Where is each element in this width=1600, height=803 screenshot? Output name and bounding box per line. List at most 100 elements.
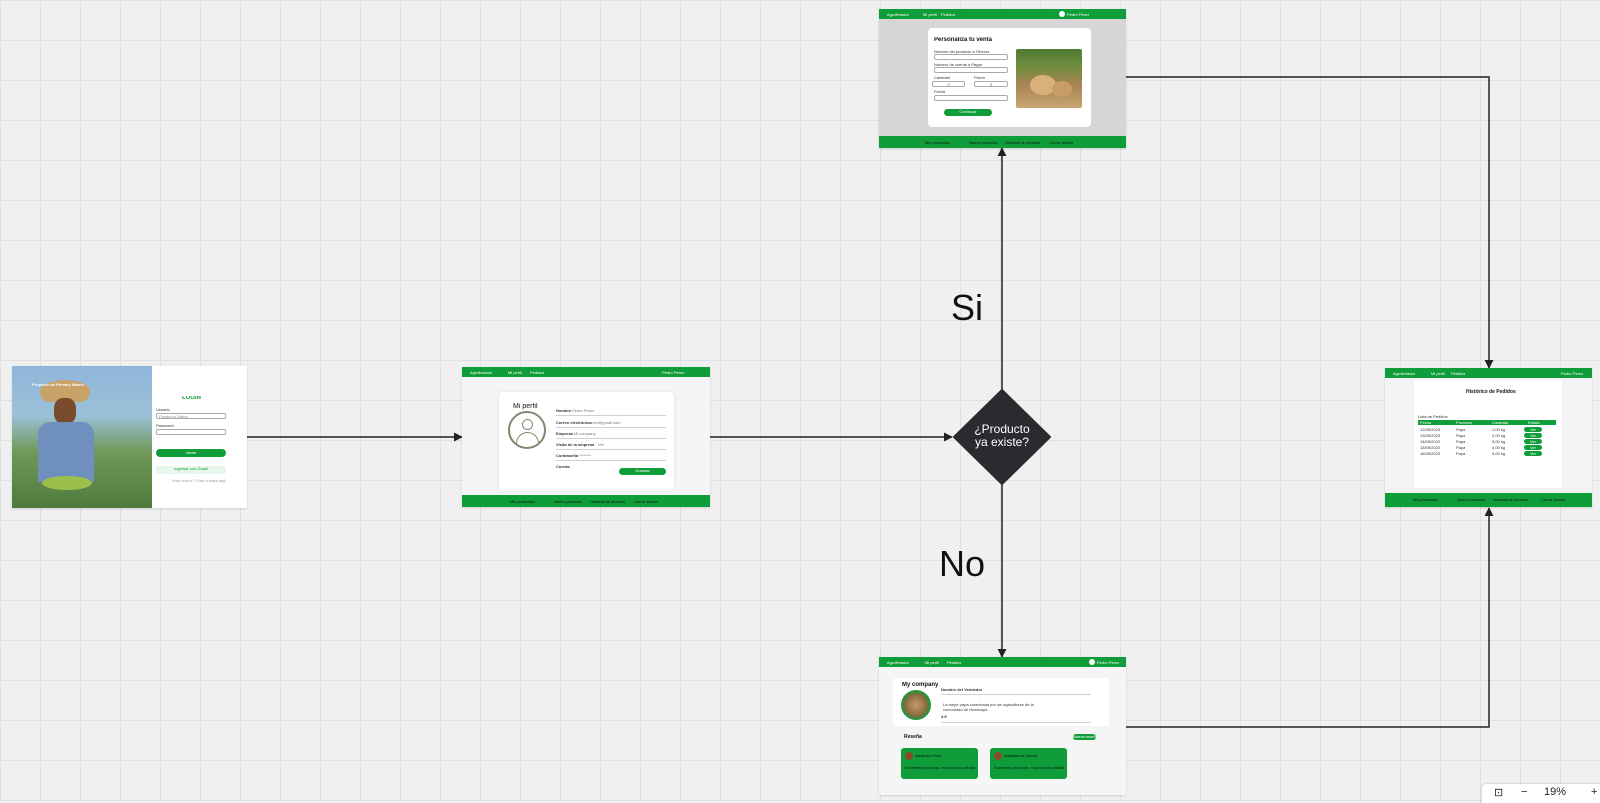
row-label-visit: Visita de la empresa (556, 442, 595, 447)
orders-nav-user[interactable]: Pedro Perez (1561, 371, 1584, 376)
zoom-in-icon[interactable]: + (1591, 786, 1598, 798)
company-description: La mejor papa cosechada por los agricult… (943, 702, 1034, 712)
sale-nav-user[interactable]: Pedro Perez (1067, 12, 1090, 17)
decision-line-1: ¿Producto (974, 422, 1030, 436)
company-nav-user[interactable]: Pedro Perez (1097, 660, 1120, 665)
login-button[interactable]: Iniciar (156, 449, 226, 457)
sale-screen-frame[interactable]: Agroferiador Mi perfil Pedidos Pedro Per… (879, 9, 1126, 148)
field-label-date: Fecha (934, 89, 946, 94)
orders-nav-brand[interactable]: Agroferiador (1393, 371, 1416, 376)
password-field[interactable] (156, 429, 226, 435)
date-input[interactable] (934, 95, 1008, 101)
footer-link-products[interactable]: Mis productos (510, 499, 535, 504)
reviews-title: Reseña (904, 734, 922, 740)
decision-label: ¿Producto ya existe? (952, 423, 1052, 449)
orders-table-header: Fecha Producto Cantidad Estado (1418, 420, 1556, 425)
view-order-button[interactable]: Ver (1524, 439, 1542, 444)
nav-user[interactable]: Pedro Perez (662, 370, 685, 375)
row-label-account: Cuenta (556, 464, 570, 469)
continue-button[interactable]: Continuar (944, 109, 992, 116)
company-nav-link-profile[interactable]: Mi perfil (925, 660, 940, 665)
sale-nav-link-orders[interactable]: Pedidos (941, 12, 956, 17)
sale-footer-link-logout[interactable]: Cerrar sesion (1049, 140, 1074, 145)
beans-shape (42, 476, 92, 490)
product-name-input[interactable] (934, 54, 1008, 60)
table-row: 16/05/2023 Papa 5,00 kg Ver (1418, 451, 1556, 456)
sale-footer-link-history[interactable]: Historial de pedidos (1005, 140, 1041, 145)
sale-footer: Mis productos Nuevo producto Historial d… (879, 136, 1126, 148)
company-rating: 4.5 (941, 714, 947, 719)
field-label-product: Nombre del producto a Ofrecer (934, 49, 990, 54)
orders-screen-frame[interactable]: Agroferiador Mi perfil Pedidos Pedro Per… (1385, 368, 1592, 507)
view-order-button[interactable]: Ver (1524, 427, 1542, 432)
nav-link-profile[interactable]: Mi perfil (508, 370, 523, 375)
view-order-button[interactable]: Ver (1524, 451, 1542, 456)
review-author: Alejandro Ruiz (915, 753, 942, 758)
footer-link-logout[interactable]: Cerrar sesion (634, 499, 659, 504)
zoom-level[interactable]: 19% (1544, 786, 1567, 798)
review-card: Alejandro Ruiz Excelente producto, muy b… (901, 748, 978, 779)
field-label-quantity: Cantidad (934, 75, 951, 80)
orders-nav-link-profile[interactable]: Mi perfil (1431, 371, 1446, 376)
quantity-input[interactable]: 0 (932, 81, 965, 87)
email-field[interactable]: Ponga su Datos (156, 413, 226, 419)
login-screen-frame[interactable]: Proyecto de Primary Marco LOGIN Usuario … (12, 366, 247, 508)
google-login-button[interactable]: Ingresar con Gmail (156, 466, 226, 474)
hat-shape (40, 380, 90, 402)
review-author: Magdalena Gomez (1004, 753, 1038, 758)
potato-photo (1016, 49, 1082, 108)
company-nav-link-orders[interactable]: Pedidos (947, 660, 962, 665)
orders-navbar: Agroferiador Mi perfil Pedidos Pedro Per… (1385, 368, 1592, 378)
zoom-out-icon[interactable]: − (1521, 786, 1528, 798)
orders-card: Histórico de Pedidos Lista de Pedidos Fe… (1414, 380, 1562, 488)
save-button[interactable]: Guardar (619, 468, 666, 475)
orders-footer: Mis productos Nuevo producto Historial d… (1385, 493, 1592, 507)
sale-title: Personaliza tu venta (934, 37, 993, 43)
zoom-toolbar: ⊡ − 19% + (1482, 784, 1600, 803)
fit-to-screen-icon[interactable]: ⊡ (1494, 787, 1504, 799)
orders-footer-link-new-product[interactable]: Nuevo producto (1457, 497, 1486, 502)
row-value-visit[interactable]: Ver (598, 442, 605, 447)
orders-footer-link-history[interactable]: Historial de pedidos (1493, 497, 1529, 502)
sale-footer-link-new-product[interactable]: Nuevo producto (969, 140, 998, 145)
company-logo-image (901, 690, 931, 720)
row-label-name: Nombre (556, 408, 572, 413)
review-text: Excelente producto, muy buena calidad (905, 765, 976, 770)
signup-link[interactable]: Eres nuevo? Crea cuenta aqui (172, 478, 227, 483)
sale-footer-link-products[interactable]: Mis productos (925, 140, 950, 145)
row-label-company: Empresa (556, 431, 573, 436)
profile-card: Mi perfil Nombre Pedro Perez Correo elec… (499, 392, 674, 491)
decision-line-2: ya existe? (974, 435, 1030, 449)
account-number-input[interactable] (934, 67, 1008, 73)
nav-brand[interactable]: Agroferiador (470, 370, 493, 375)
row-value-name: Pedro Perez (572, 408, 595, 413)
connector-sale-orders (1126, 76, 1494, 369)
orders-footer-link-logout[interactable]: Cerrar sesion (1541, 497, 1566, 502)
hero-text: Proyecto de Primary Marco (32, 382, 84, 387)
orders-nav-link-orders[interactable]: Pedidos (1451, 371, 1466, 376)
company-screen-frame[interactable]: Agroferiador Mi perfil Pedidos Pedro Per… (879, 657, 1126, 795)
profile-screen-frame[interactable]: Agroferiador Mi perfil Pedidos Pedro Per… (462, 367, 710, 507)
orders-footer-link-products[interactable]: Mis productos (1413, 497, 1438, 502)
nav-link-orders[interactable]: Pedidos (530, 370, 545, 375)
sale-nav-link-profile[interactable]: Mi perfil (923, 12, 938, 17)
price-input[interactable]: 0 (974, 81, 1008, 87)
yes-label: Si (951, 287, 984, 328)
reviewer-avatar (905, 752, 913, 760)
view-order-button[interactable]: Ver (1524, 445, 1542, 450)
sale-card: Personaliza tu venta Nombre del producto… (928, 28, 1091, 127)
footer-link-new-product[interactable]: Nuevo producto (554, 499, 583, 504)
sale-navbar: Agroferiador Mi perfil Pedidos Pedro Per… (879, 9, 1126, 19)
company-nav-brand[interactable]: Agroferiador (887, 660, 910, 665)
orders-title: Histórico de Pedidos (1466, 389, 1516, 395)
review-text: Excelente producto, muy buena calidad (994, 765, 1065, 770)
company-card: My company Nombre del Vendedor La mejor … (893, 678, 1109, 726)
sale-nav-brand[interactable]: Agroferiador (887, 12, 910, 17)
add-review-button[interactable]: Nueva reseña (1073, 734, 1096, 740)
company-nav-avatar-icon[interactable] (1089, 659, 1095, 665)
sale-nav-avatar-icon[interactable] (1059, 11, 1065, 17)
company-navbar: Agroferiador Mi perfil Pedidos Pedro Per… (879, 657, 1126, 667)
no-label: No (939, 543, 986, 584)
view-order-button[interactable]: Ver (1524, 433, 1542, 438)
footer-link-history[interactable]: Historial de pedidos (590, 499, 626, 504)
